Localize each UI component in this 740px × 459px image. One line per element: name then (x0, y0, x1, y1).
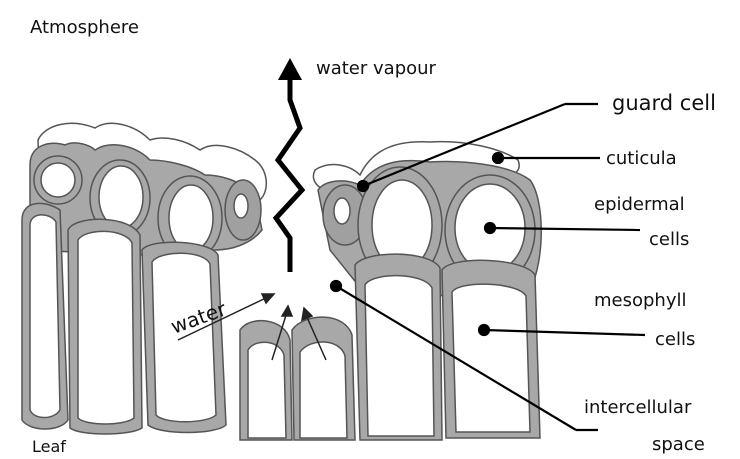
water-vapour-arrow (276, 58, 302, 272)
epidermal-label-line2: cells (649, 229, 689, 250)
guard-cell-label: guard cell (612, 91, 716, 115)
atmosphere-label: Atmosphere (30, 17, 139, 38)
intercellular-label-line1: intercellular (584, 397, 692, 418)
intercellular-label-line2: space (652, 434, 705, 455)
mesophyll-label-line1: mesophyll (594, 290, 687, 311)
cuticula-label: cuticula (606, 148, 677, 169)
mesophyll-label-line2: cells (655, 329, 695, 350)
leaf-label: Leaf (32, 437, 66, 456)
epidermal-label-line1: epidermal (594, 194, 685, 215)
water-vapour-label: water vapour (316, 58, 437, 79)
